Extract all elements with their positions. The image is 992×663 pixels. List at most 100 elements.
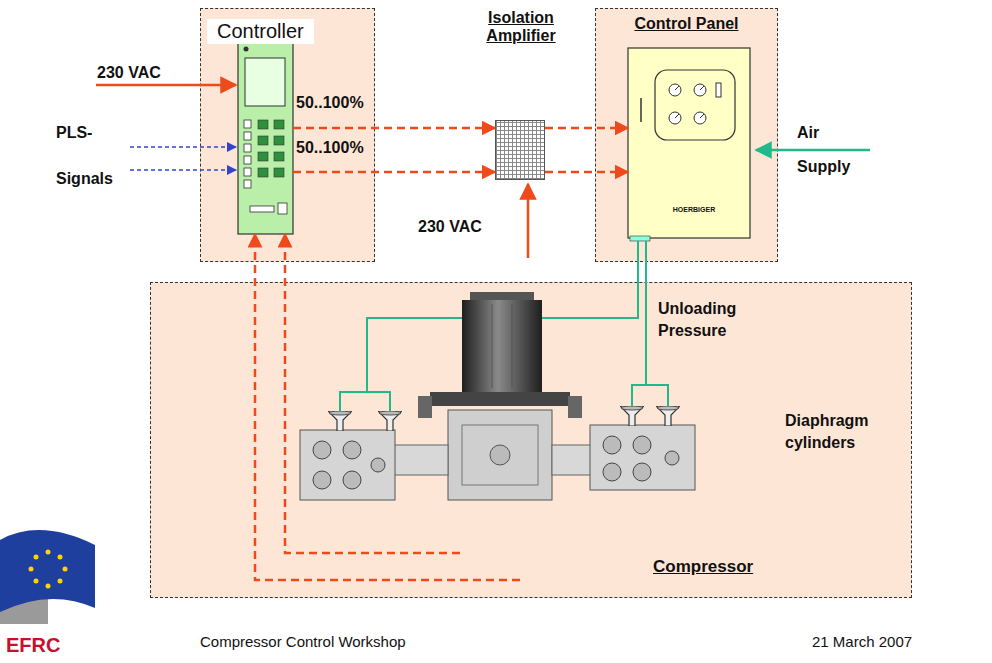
compressor-machine — [378, 411, 402, 431]
controller-device — [258, 136, 268, 145]
compressor-machine — [492, 304, 493, 388]
efrc-logo — [46, 550, 51, 555]
label-holder: Air Supply — [797, 116, 867, 184]
compressor-machine — [665, 451, 679, 465]
signal-line — [545, 127, 628, 130]
control-panel-cabinet — [669, 84, 681, 96]
control-panel-cabinet — [630, 236, 650, 241]
edge-label-holder: Unloading Pressure — [658, 298, 753, 341]
region-heading: Isolation Amplifier — [461, 9, 581, 45]
controller-device — [274, 152, 284, 161]
compressor-machine — [656, 406, 680, 426]
controller-device — [274, 136, 284, 145]
logo-text: EFRC — [6, 634, 86, 657]
compressor-machine — [300, 430, 395, 500]
controller-device — [244, 144, 251, 152]
region-heading: Control Panel — [596, 15, 777, 33]
control-panel-region: Control Panel — [595, 8, 778, 262]
label-holder: 230 VAC — [418, 218, 508, 236]
isolation-amplifier: Isolation Amplifier — [495, 120, 545, 180]
compressor-machine — [552, 445, 592, 475]
supply-arrows — [96, 85, 870, 258]
control-panel-cabinet — [716, 83, 721, 97]
compressor-machine — [620, 406, 644, 426]
edge-label: Unloading Pressure — [658, 298, 753, 341]
compressor-machine — [313, 441, 331, 459]
control-panel-cabinet — [655, 70, 735, 140]
label-holder: 21 March 2007 — [812, 633, 962, 650]
controller-region: Controller — [200, 8, 375, 262]
label-holder: Compressor Control Workshop — [200, 633, 480, 650]
label-holder: 230 VAC — [97, 64, 187, 82]
efrc-logo — [34, 555, 39, 560]
part-label: Diaphragm cylinders — [785, 410, 885, 453]
control-panel-cabinet — [628, 48, 750, 241]
signal-line — [285, 234, 460, 553]
controller-device — [258, 168, 268, 177]
supply-label: 230 VAC — [418, 218, 508, 236]
compressor-machine — [448, 410, 552, 500]
maker-mark: HOERBIGER — [662, 206, 726, 213]
controller-device — [244, 168, 251, 176]
control-panel-cabinet — [669, 112, 681, 124]
supply-arrows — [756, 149, 870, 152]
compressor-machine — [590, 425, 695, 490]
edge-label-holder: 50..100% — [296, 137, 376, 159]
supply-arrows — [527, 184, 530, 258]
controller-device — [244, 156, 251, 164]
unloading-pipes — [340, 241, 668, 412]
supply-label: 230 VAC — [97, 64, 187, 82]
signal-line — [545, 171, 628, 174]
compressor-machine — [343, 471, 361, 489]
unloading-pipes — [367, 282, 638, 392]
compressor-machine — [462, 300, 542, 392]
controller-device — [258, 152, 268, 161]
controller-device — [258, 120, 268, 129]
control-panel-cabinet — [700, 114, 704, 118]
compressor-machine — [633, 436, 651, 454]
controller-device — [244, 47, 249, 52]
compressor-machine — [490, 445, 510, 465]
efrc-logo — [0, 598, 48, 624]
compressor-machine — [430, 392, 570, 406]
supply-arrows — [130, 169, 236, 171]
control-panel-cabinet — [694, 84, 706, 96]
compressor-machine — [528, 304, 529, 388]
pressure-line — [637, 241, 639, 282]
signal-line — [293, 127, 495, 130]
control-panel-cabinet — [694, 112, 706, 124]
controller-device — [274, 168, 284, 177]
efrc-logo — [58, 579, 63, 584]
unloading-pipes — [645, 241, 647, 385]
edge-label: 50..100% — [296, 137, 376, 159]
label-holder: EFRC — [6, 634, 86, 657]
controller-device — [244, 132, 251, 140]
footer-text: Compressor Control Workshop — [200, 633, 480, 650]
compressor-machine — [633, 463, 651, 481]
controller-device — [238, 42, 293, 234]
compressor-machine — [603, 436, 621, 454]
signal-line — [255, 234, 520, 580]
efrc-logo — [0, 530, 95, 612]
compressor-machine — [603, 463, 621, 481]
edge-label: 50..100% — [296, 92, 376, 114]
label-holder: HOERBIGER — [662, 206, 726, 213]
signal-label: PLS- Signals — [56, 110, 118, 202]
controller-device — [244, 120, 251, 128]
compressor-machine — [300, 292, 695, 500]
footer-date: 21 March 2007 — [812, 633, 962, 650]
compressor-machine — [470, 292, 534, 302]
controller-device — [274, 120, 284, 129]
compressor-machine — [476, 304, 477, 388]
edge-label-holder: 50..100% — [296, 92, 376, 114]
compressor-machine — [313, 471, 331, 489]
compressor-machine — [328, 411, 352, 431]
efrc-logo — [0, 530, 95, 624]
compressor-machine — [390, 445, 448, 475]
efrc-logo — [29, 567, 34, 572]
control-panel-cabinet — [675, 86, 679, 90]
supply-label: Air Supply — [797, 116, 867, 184]
